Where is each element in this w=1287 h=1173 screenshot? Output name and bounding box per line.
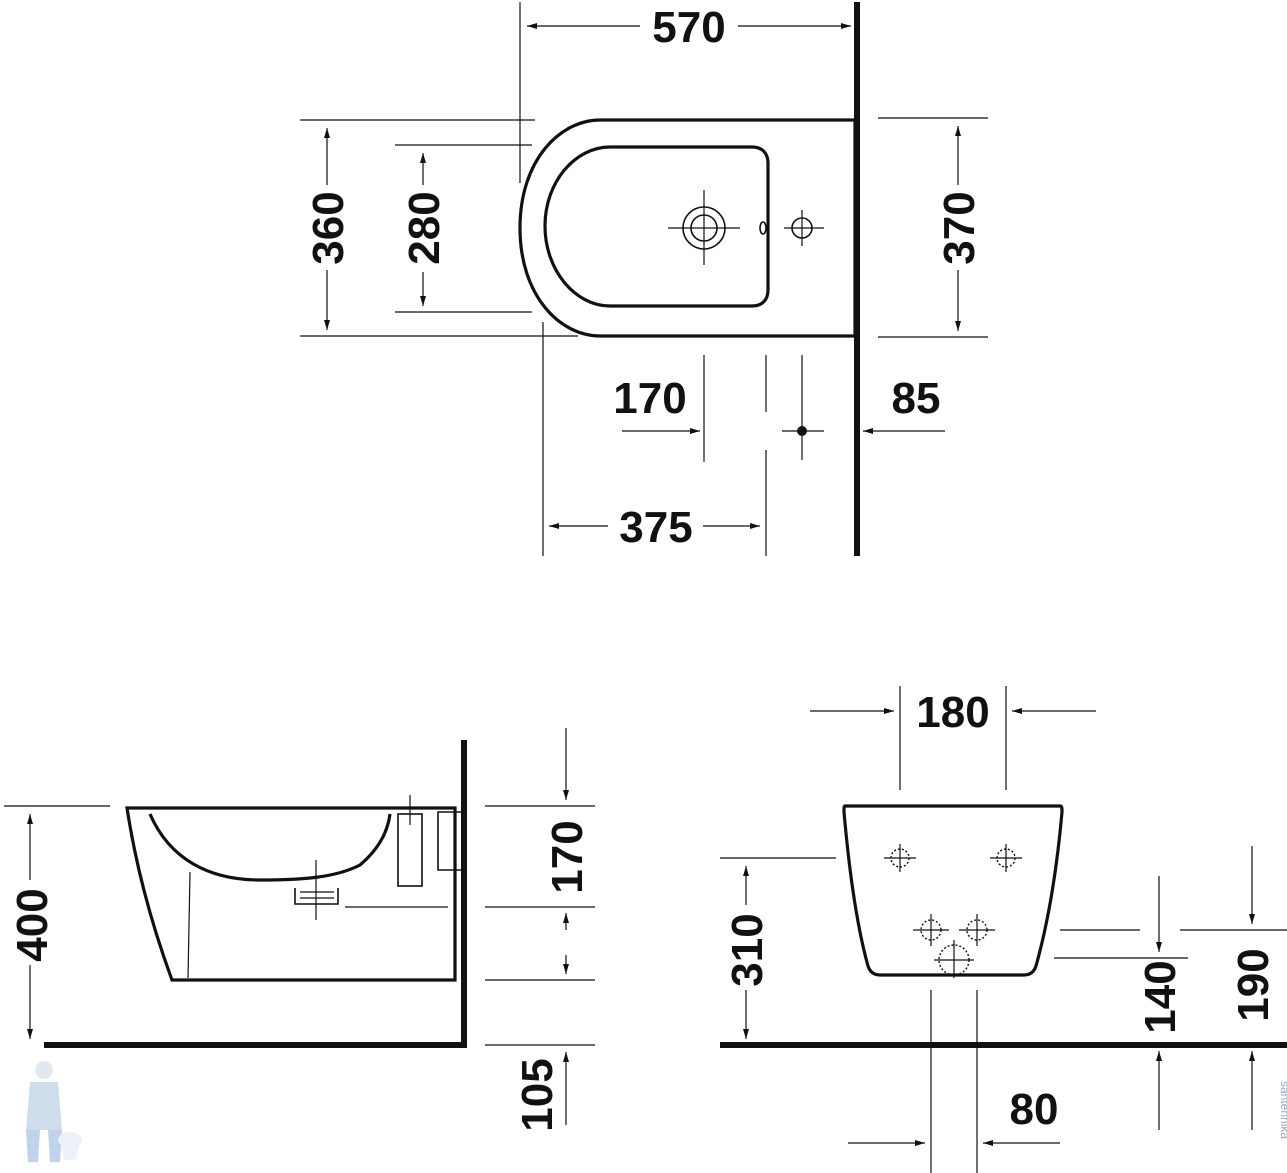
dim-570: 570 (652, 3, 725, 52)
bowl-inner-top (543, 145, 770, 308)
dim-370: 370 (935, 191, 984, 264)
fixing-point (797, 426, 807, 436)
dim-105: 105 (513, 1058, 562, 1131)
top-view: 570 360 280 370 170 85 375 (300, 2, 988, 556)
dim-180: 180 (916, 688, 989, 737)
fixing-hole-left (884, 844, 916, 872)
water-inlet-left (913, 914, 949, 946)
dim-170-side: 170 (543, 820, 592, 893)
water-inlet-right (959, 914, 995, 946)
dim-140: 140 (1136, 960, 1185, 1033)
tap-hole-symbol (784, 210, 824, 246)
dim-170-top: 170 (613, 374, 686, 423)
drain-symbol (668, 190, 740, 265)
bidet-outline-rear (842, 804, 1064, 977)
dim-80: 80 (1010, 1085, 1059, 1134)
dim-85: 85 (892, 374, 941, 423)
dim-310: 310 (723, 913, 772, 986)
dim-280: 280 (400, 191, 449, 264)
overflow-symbol (759, 221, 767, 235)
dim-360: 360 (304, 191, 353, 264)
plumber-mascot-logo (26, 1061, 82, 1162)
side-view: 400 170 105 (4, 728, 595, 1132)
body-front-side (187, 871, 191, 979)
dim-400: 400 (8, 888, 57, 961)
wall-bracket (437, 811, 463, 871)
waste-outlet (934, 940, 974, 978)
fixing-hole-right (990, 844, 1022, 872)
bowl-profile-side (148, 813, 392, 882)
dim-375: 375 (619, 503, 692, 552)
watermark-text: santehnika (1278, 1081, 1287, 1139)
dim-190: 190 (1229, 948, 1278, 1021)
rear-view: 180 310 140 190 80 (720, 686, 1287, 1173)
